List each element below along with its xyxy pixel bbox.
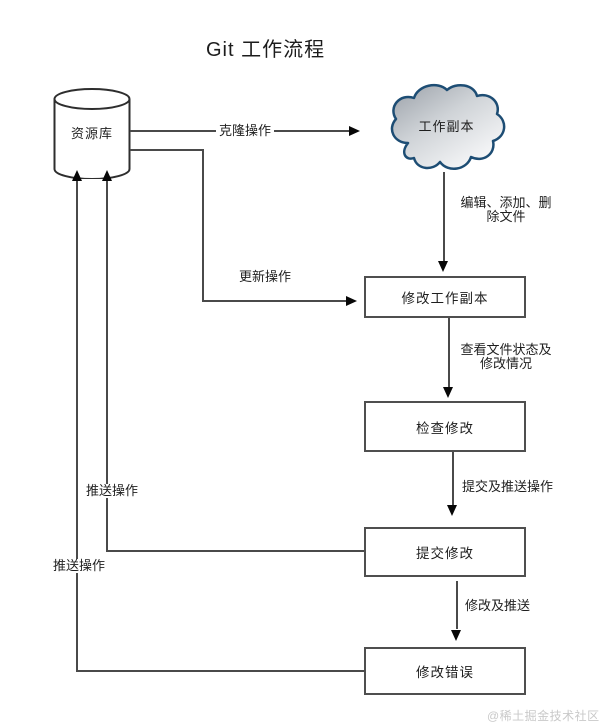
modify-push-label: 修改及推送 xyxy=(465,598,531,613)
push-fix-arrowhead-icon xyxy=(71,170,82,181)
update-arrowhead-icon xyxy=(346,295,357,306)
push-fix-label: 推送操作 xyxy=(50,559,109,573)
check-status-label: 查看文件状态及 修改情况 xyxy=(460,342,552,371)
push-fix-line-horizontal xyxy=(76,670,365,672)
update-line-vertical xyxy=(202,149,204,301)
push-commit-arrowhead-icon xyxy=(101,170,112,181)
push-commit-line-horizontal xyxy=(106,550,364,552)
clone-label: 克隆操作 xyxy=(216,124,275,138)
check-changes-box: 检查修改 xyxy=(364,401,526,452)
modify-push-arrowhead-icon xyxy=(451,630,461,641)
push-fix-line-vertical xyxy=(76,180,78,671)
push-commit-line-vertical xyxy=(106,180,108,551)
update-line-horizontal xyxy=(202,300,347,302)
repository-label: 资源库 xyxy=(70,126,113,141)
update-line-exit xyxy=(130,149,204,151)
fix-errors-box: 修改错误 xyxy=(364,647,526,695)
update-label: 更新操作 xyxy=(239,269,292,284)
commit-changes-box: 提交修改 xyxy=(364,527,526,577)
modify-push-arrow-line xyxy=(456,581,458,629)
commit-push-arrowhead-icon xyxy=(447,505,457,516)
push-commit-label: 推送操作 xyxy=(83,484,142,498)
watermark: @稀土掘金技术社区 xyxy=(487,709,600,723)
check-status-arrow-line xyxy=(448,318,450,388)
modify-working-copy-box: 修改工作副本 xyxy=(364,276,526,318)
working-copy-cloud xyxy=(390,83,506,170)
working-copy-label: 工作副本 xyxy=(418,119,475,134)
edit-add-delete-label: 编辑、添加、删 除文件 xyxy=(460,195,552,224)
clone-arrowhead-icon xyxy=(349,125,360,136)
check-status-arrowhead-icon xyxy=(443,387,453,398)
repository-cylinder xyxy=(53,88,131,179)
commit-push-arrow-line xyxy=(452,452,454,506)
diagram-title: Git 工作流程 xyxy=(206,39,326,61)
commit-push-label: 提交及推送操作 xyxy=(462,479,554,494)
edit-arrow-line xyxy=(443,172,445,262)
edit-arrowhead-icon xyxy=(438,261,448,272)
